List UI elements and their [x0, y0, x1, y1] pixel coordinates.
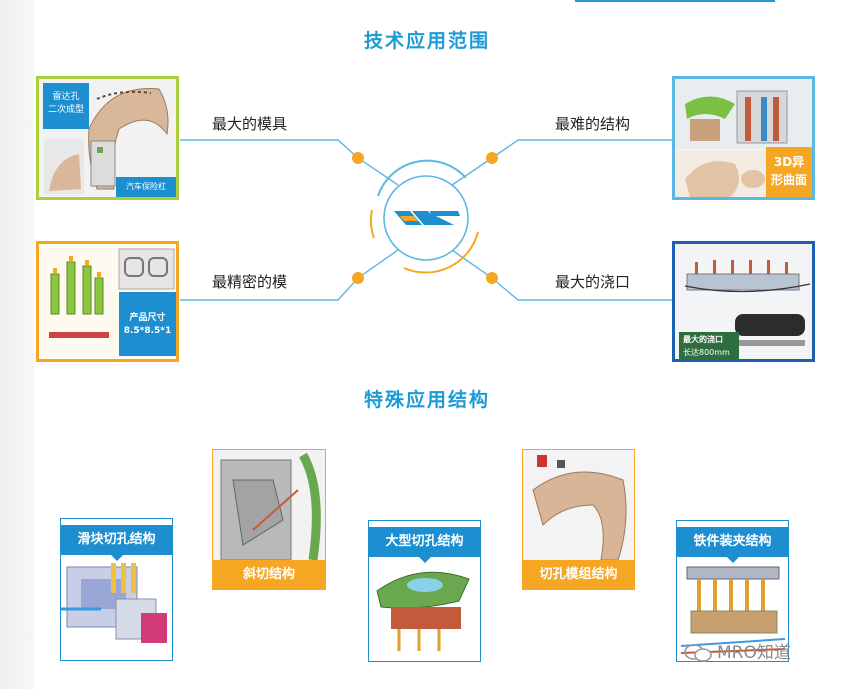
special-section-title: 特殊应用结构 [363, 389, 490, 411]
top-accent-line [575, 0, 775, 2]
tech-section-title: 技术应用范围 [363, 30, 490, 52]
bumper-caption: 汽车保险杠 [116, 177, 176, 197]
left-edge-strip [0, 0, 34, 689]
connector-dot [486, 152, 498, 164]
largest-mold-label: 最大的模具 [212, 115, 288, 133]
hardest-structure-panel: 3D异 形曲面 [672, 76, 815, 200]
most-precise-label: 最精密的模 [212, 273, 288, 291]
radar-hole-caption: 雷达孔 二次成型 [43, 83, 89, 129]
3d-surface-caption: 3D异 形曲面 [766, 147, 812, 197]
structure-label: 大型切孔结构 [369, 527, 480, 563]
connector-dot [352, 272, 364, 284]
company-logo-icon [394, 211, 460, 225]
largest-gate-panel: 最大的浇口 长达800mm [672, 241, 815, 362]
connector-diagram [180, 139, 672, 301]
bumper-render [44, 88, 169, 194]
large-hole-render [376, 571, 470, 651]
precision-pins-render [49, 248, 175, 338]
connector-dot [352, 152, 364, 164]
watermark: MRO知道 [683, 638, 791, 663]
slider-hole-render [61, 563, 167, 643]
structure-label: 斜切结构 [213, 560, 325, 589]
most-precise-panel: 产品尺寸 8.5*8.5*1 [36, 241, 179, 362]
hardest-structure-label: 最难的结构 [555, 115, 631, 133]
large-hole-structure-card: 大型切孔结构 [368, 520, 481, 662]
largest-mold-panel: 雷达孔 二次成型 汽车保险杠 [36, 76, 179, 200]
wechat-icon [684, 644, 712, 662]
product-size-caption: 产品尺寸 8.5*8.5*1 [119, 292, 176, 356]
hole-module-structure-card: 切孔模组结构 [522, 449, 635, 590]
structure-label: 切孔模组结构 [523, 560, 634, 589]
gate-render [675, 244, 812, 359]
structure-label: 铁件装夹结构 [677, 527, 788, 563]
largest-gate-label: 最大的浇口 [555, 273, 631, 291]
largest-gate-caption: 最大的浇口 长达800mm [679, 332, 739, 359]
structure-label: 滑块切孔结构 [61, 525, 172, 561]
oblique-cut-structure-card: 斜切结构 [212, 449, 326, 590]
slider-hole-structure-card: 滑块切孔结构 [60, 518, 173, 661]
watermark-text: MRO知道 [717, 643, 791, 663]
connector-dot [486, 272, 498, 284]
